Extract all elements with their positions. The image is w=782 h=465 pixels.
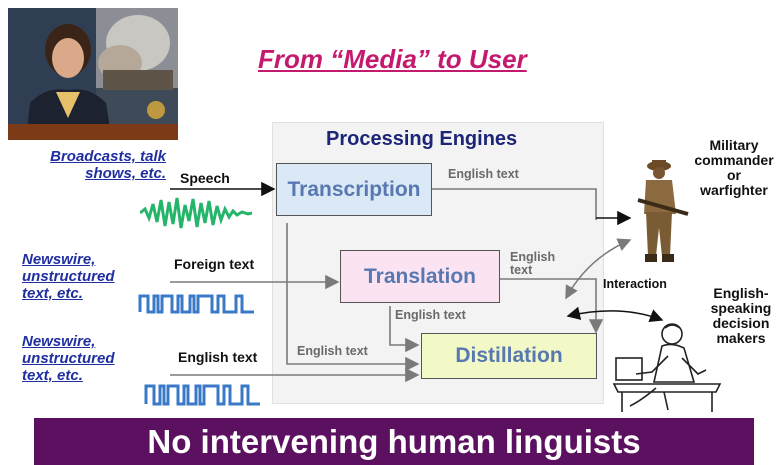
english-source-line-2: unstructured (22, 350, 115, 367)
speech-waveform-icon (139, 192, 253, 234)
page-title: From “Media” to User (258, 44, 527, 74)
military-line-3: or (727, 167, 741, 183)
foreign-text-signal-icon (138, 292, 256, 316)
soldier-icon (632, 156, 690, 272)
military-recipient-label: Military commander or warfighter (686, 138, 782, 198)
english-source-line-1: Newswire, (22, 333, 96, 350)
banner-text: No intervening human linguists (147, 422, 641, 460)
transcription-engine: Transcription (276, 163, 432, 216)
decision-line-2: speaking (710, 300, 772, 316)
translation-output-line-2: text (510, 263, 533, 277)
english-source-link[interactable]: Newswire, unstructured text, etc. (22, 333, 115, 384)
distillation-engine: Distillation (421, 333, 597, 379)
interaction-label: Interaction (603, 277, 667, 291)
decision-line-4: makers (716, 330, 766, 346)
speech-source-line-1: Broadcasts, talk (50, 148, 166, 165)
speech-source-line-2: shows, etc. (85, 165, 166, 182)
foreign-source-line-3: text, etc. (22, 285, 83, 302)
speech-label: Speech (180, 170, 230, 186)
processing-engines-title: Processing Engines (326, 128, 518, 150)
transcription-output-label: English text (448, 167, 519, 181)
decision-makers-label: English- speaking decision makers (700, 286, 782, 346)
foreign-source-line-2: unstructured (22, 268, 115, 285)
translation-to-distillation-label: English text (395, 308, 466, 322)
decision-line-3: decision (712, 315, 770, 331)
translation-output-label: English text (510, 251, 555, 277)
translation-engine: Translation (340, 250, 500, 303)
foreign-text-label: Foreign text (174, 256, 255, 272)
foreign-source-link[interactable]: Newswire, unstructured text, etc. (22, 251, 115, 302)
speech-source-link[interactable]: Broadcasts, talk shows, etc. (22, 148, 166, 182)
transcription-to-distillation-label: English text (297, 344, 368, 358)
translation-output-line-1: English (510, 250, 556, 264)
banner: No intervening human linguists (34, 418, 754, 465)
military-line-2: commander (694, 152, 774, 168)
military-line-1: Military (709, 137, 759, 153)
military-line-4: warfighter (700, 182, 768, 198)
foreign-source-line-1: Newswire, (22, 251, 96, 268)
decision-maker-desk-icon (612, 318, 722, 414)
decision-line-1: English- (713, 285, 769, 301)
english-text-label: English text (178, 349, 258, 365)
news-broadcast-photo (8, 8, 178, 140)
english-text-signal-icon (144, 382, 262, 408)
english-source-line-3: text, etc. (22, 367, 83, 384)
